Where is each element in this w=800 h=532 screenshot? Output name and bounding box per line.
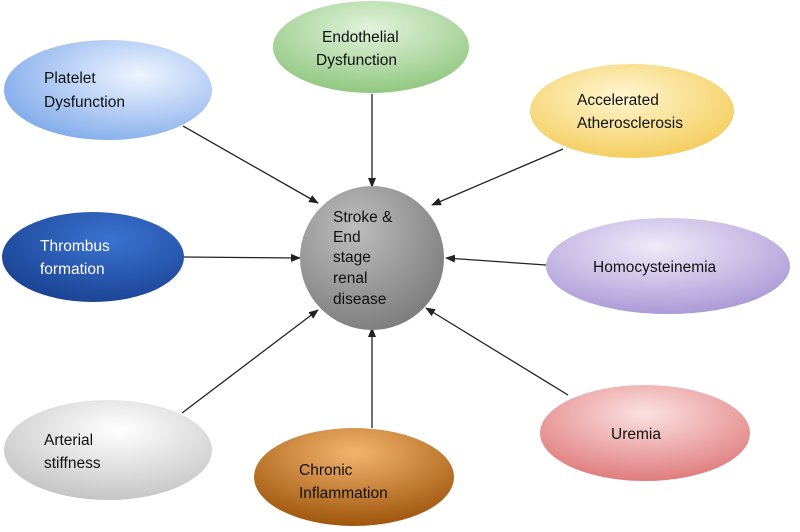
arrow-accelerated-atherosclerosis	[431, 148, 564, 206]
node-ellipse	[546, 218, 790, 314]
node-label: Arterial stiffness	[44, 432, 101, 472]
node-label: Chronic Inflammation	[299, 462, 388, 502]
arrow-arterial-stiffness	[181, 309, 319, 414]
node-uremia: Uremia	[540, 385, 750, 481]
node-ellipse	[254, 428, 454, 526]
node-endothelial-dysfunction: Endothelial Dysfunction	[273, 1, 469, 93]
node-homocysteinemia: Homocysteinemia	[546, 218, 790, 314]
arrows	[181, 94, 569, 428]
node-platelet-dysfunction: Platelet Dysfunction	[4, 40, 212, 140]
center-node: Stroke & End stage renal disease	[300, 186, 444, 330]
node-label: Uremia	[611, 426, 661, 443]
node-ellipse	[273, 1, 469, 93]
node-label: Accelerated Atherosclerosis	[577, 92, 683, 132]
node-label: Homocysteinemia	[593, 259, 717, 276]
node-ellipse	[540, 385, 750, 481]
node-accelerated-atherosclerosis: Accelerated Atherosclerosis	[530, 64, 734, 158]
arrow-homocysteinemia	[445, 254, 547, 266]
node-ellipse	[530, 64, 734, 158]
center-label: Stroke & End stage renal disease	[333, 209, 397, 308]
node-label: Platelet Dysfunction	[44, 70, 125, 111]
arrow-thrombus-formation	[182, 253, 301, 262]
node-ellipse	[4, 400, 212, 500]
arrow-platelet-dysfunction	[182, 125, 319, 204]
node-label: Thrombus formation	[40, 238, 114, 278]
node-ellipse	[2, 212, 184, 302]
node-thrombus-formation: Thrombus formation	[2, 212, 184, 302]
arrow-uremia	[425, 307, 569, 396]
node-arterial-stiffness: Arterial stiffness	[4, 400, 212, 500]
node-ellipse	[4, 40, 212, 140]
node-chronic-inflammation: Chronic Inflammation	[254, 428, 454, 526]
node-label: Endothelial Dysfunction	[316, 29, 403, 69]
center-circle	[300, 186, 444, 330]
